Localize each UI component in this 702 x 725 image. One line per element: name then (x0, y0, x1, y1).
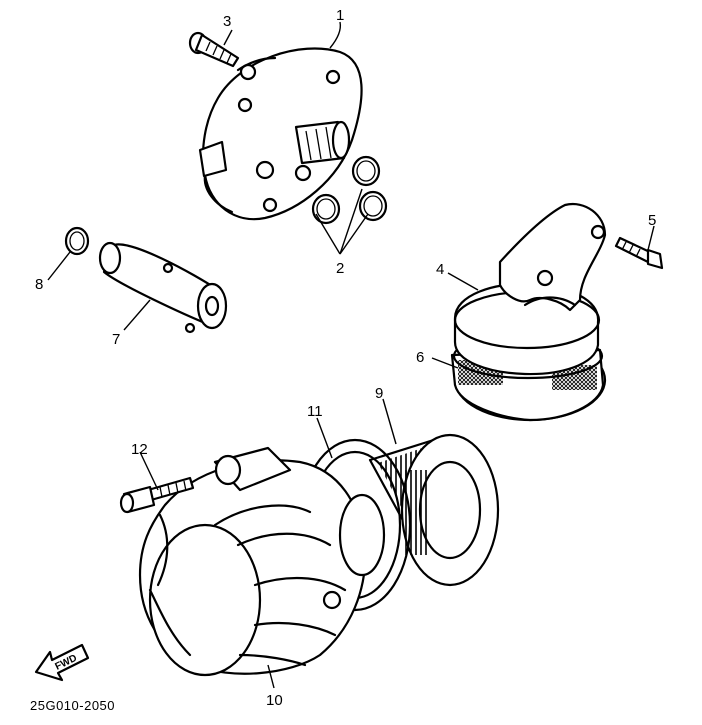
drawing-code: 25G010-2050 (30, 698, 115, 713)
callout-6: 6 (416, 349, 424, 366)
part-10-filter-cover (138, 446, 386, 677)
part-7-coupling (98, 241, 228, 334)
callout-1: 1 (336, 7, 344, 24)
part-5-bolt (614, 236, 664, 270)
part-1-oil-pump (198, 47, 363, 221)
part-8-washer (64, 226, 90, 256)
callout-8: 8 (35, 276, 43, 293)
callout-10: 10 (266, 692, 283, 709)
part-9-filter-element (368, 433, 500, 587)
leader-lines (47, 21, 655, 689)
part-2-o-rings (311, 155, 388, 225)
callout-7: 7 (112, 331, 120, 348)
callout-5: 5 (648, 212, 656, 229)
callout-12: 12 (131, 441, 148, 458)
part-4-strainer-cover (453, 202, 607, 376)
forward-direction-arrow: FWD (34, 643, 90, 682)
callout-3: 3 (223, 13, 231, 30)
callout-4: 4 (436, 261, 444, 278)
callout-11: 11 (307, 403, 323, 420)
part-12-socket-bolt (119, 476, 195, 514)
part-3-screw (188, 31, 240, 68)
callout-2: 2 (336, 260, 344, 277)
callout-9: 9 (375, 385, 383, 402)
